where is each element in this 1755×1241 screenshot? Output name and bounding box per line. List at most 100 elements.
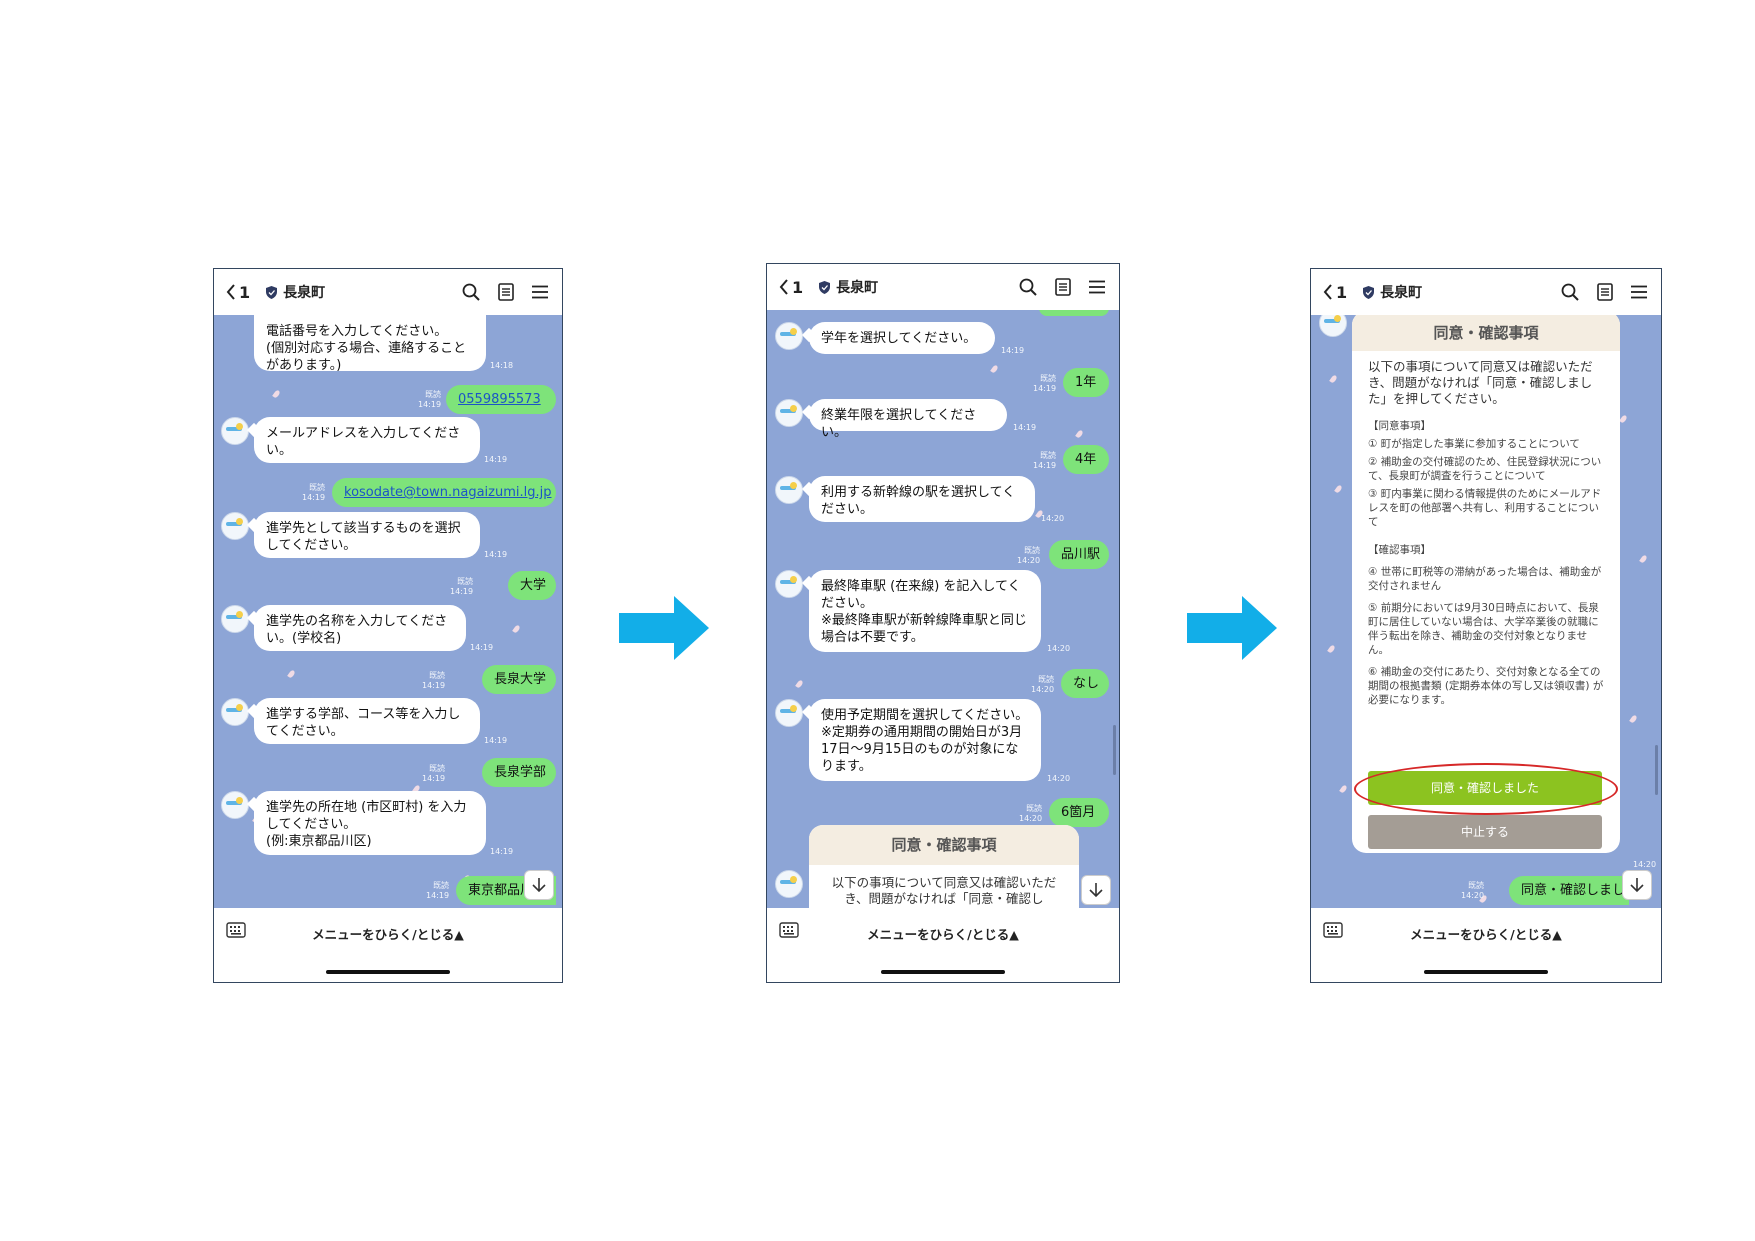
scrollbar[interactable] — [1113, 725, 1116, 775]
message-time: 14:20 — [1047, 644, 1071, 653]
shield-icon — [266, 285, 278, 299]
consent-card: 同意・確認事項 以下の事項について同意又は確認いただき、問題がなければ「同意・確… — [1352, 315, 1620, 853]
search-icon[interactable] — [1561, 283, 1579, 301]
bot-avatar — [221, 605, 249, 633]
message-time: 14:20 — [1633, 860, 1657, 869]
agree-item: ① 町が指定した事業に参加することについて — [1368, 438, 1580, 450]
notes-icon[interactable] — [498, 283, 514, 301]
message-time: 14:19 — [484, 550, 508, 559]
chat-header: 1 長泉町 — [1311, 269, 1661, 315]
user-message: 長泉学部 — [482, 758, 556, 787]
consent-card-intro: 以下の事項について同意又は確認いただき、問題がなければ「同意・確認しました」を押… — [1368, 359, 1593, 406]
consent-card: 同意・確認事項 以下の事項について同意又は確認いただき、問題がなければ「同意・確… — [809, 825, 1079, 910]
scroll-down-button[interactable] — [1622, 870, 1652, 900]
bot-avatar — [775, 870, 803, 898]
bot-avatar — [775, 322, 803, 350]
user-message: kosodate@town.nagaizumi.lg.jp — [332, 478, 556, 507]
arrow-right-icon — [1187, 596, 1277, 660]
phone-link[interactable]: 0559895573 — [458, 392, 541, 407]
scroll-down-button[interactable] — [1081, 875, 1111, 905]
bot-message: 終業年限を選択してください。 — [809, 399, 1007, 440]
user-message-partial — [1039, 310, 1109, 316]
hamburger-menu-icon[interactable] — [1631, 285, 1647, 299]
unread-count: 1 — [239, 282, 251, 302]
agree-heading: 【同意事項】 — [1368, 420, 1431, 432]
phone-screen-1: 1 長泉町 電話番号を入力してください。 (個別対応する場合、連絡することがあり… — [213, 268, 563, 983]
consent-card-intro: 以下の事項について同意又は確認いただき、問題がなければ「同意・確認し — [831, 875, 1057, 906]
bot-message: 電話番号を入力してください。 (個別対応する場合、連絡することがあります。) — [254, 315, 486, 373]
arrow-right-icon — [619, 596, 709, 660]
user-message: 同意・確認しまし — [1509, 876, 1629, 905]
menu-toggle[interactable]: メニューをひらく/とじる▲ — [1410, 927, 1562, 942]
scroll-down-button[interactable] — [524, 870, 554, 900]
chat-title: 長泉町 — [266, 282, 325, 302]
shield-icon — [819, 280, 831, 294]
user-message: 品川駅 — [1049, 540, 1109, 569]
account-name: 長泉町 — [283, 285, 326, 301]
notes-icon[interactable] — [1597, 283, 1613, 301]
confirm-item: ⑥ 補助金の交付にあたり、交付対象となる全ての期間の根拠書類 (定期券本体の写し… — [1368, 666, 1604, 706]
bot-avatar — [221, 791, 249, 819]
bot-avatar — [221, 698, 249, 726]
keyboard-icon[interactable] — [779, 922, 799, 938]
chat-header: 1 長泉町 — [767, 264, 1119, 310]
bot-avatar — [221, 417, 249, 445]
message-time: 14:19 — [484, 736, 508, 745]
bot-avatar — [775, 476, 803, 504]
search-icon[interactable] — [1019, 278, 1037, 296]
hamburger-menu-icon[interactable] — [532, 285, 548, 299]
bot-message: 進学先の所在地 (市区町村) を入力してください。 (例:東京都品川区) — [254, 791, 486, 855]
message-time: 14:19 — [1001, 346, 1025, 355]
home-indicator — [1424, 970, 1548, 974]
bot-message: 進学先の名称を入力してください。(学校名) — [254, 605, 466, 651]
phone-screen-3: 1 長泉町 同意・確認事項 以下の事項について同意又は確認いただき、問題がなけれ… — [1310, 268, 1662, 983]
agree-item: ② 補助金の交付確認のため、住民登録状況について、長泉町が調査を行うことについて — [1368, 456, 1602, 482]
bot-message: 利用する新幹線の駅を選択してください。 — [809, 476, 1035, 522]
highlight-circle — [1354, 763, 1618, 815]
back-button[interactable]: 1 — [1323, 283, 1347, 302]
message-time: 14:20 — [1047, 774, 1071, 783]
message-time: 14:19 — [484, 455, 508, 464]
menu-toggle[interactable]: メニューをひらく/とじる▲ — [312, 927, 464, 942]
hamburger-menu-icon[interactable] — [1089, 280, 1105, 294]
menu-toggle[interactable]: メニューをひらく/とじる▲ — [867, 927, 1019, 942]
back-button[interactable]: 1 — [779, 278, 803, 297]
chat-footer: メニューをひらく/とじる▲ — [767, 908, 1119, 982]
keyboard-icon[interactable] — [226, 922, 246, 938]
chat-header: 1 長泉町 — [214, 269, 562, 315]
scrollbar[interactable] — [1655, 745, 1658, 795]
bot-avatar — [221, 512, 249, 540]
consent-card-body: 以下の事項について同意又は確認いただき、問題がなければ「同意・確認しました」を押… — [1352, 351, 1620, 707]
keyboard-icon[interactable] — [1323, 922, 1343, 938]
consent-card-title: 同意・確認事項 — [1352, 315, 1620, 351]
back-button[interactable]: 1 — [226, 283, 250, 302]
message-time: 14:19 — [1013, 423, 1037, 432]
home-indicator — [326, 970, 450, 974]
user-message: 大学 — [508, 571, 556, 600]
chevron-left-icon — [779, 279, 788, 295]
email-link[interactable]: kosodate@town.nagaizumi.lg.jp — [344, 485, 552, 500]
bot-message: 最終降車駅 (在来線) を記入してください。 ※最終降車駅が新幹線降車駅と同じ場… — [809, 570, 1041, 652]
notes-icon[interactable] — [1055, 278, 1071, 296]
user-message: 6箇月 — [1049, 798, 1109, 827]
cancel-button[interactable]: 中止する — [1368, 815, 1602, 849]
search-icon[interactable] — [462, 283, 480, 301]
chevron-left-icon — [226, 284, 235, 300]
unread-count: 1 — [1336, 282, 1348, 302]
chat-area[interactable]: 電話番号を入力してください。 (個別対応する場合、連絡することがあります。) 1… — [214, 315, 562, 910]
user-message: なし — [1061, 669, 1109, 698]
chat-footer: メニューをひらく/とじる▲ — [214, 908, 562, 982]
chat-area[interactable]: 同意・確認事項 以下の事項について同意又は確認いただき、問題がなければ「同意・確… — [1311, 315, 1661, 910]
chat-title: 長泉町 — [819, 277, 878, 297]
message-time: 14:19 — [470, 643, 494, 652]
